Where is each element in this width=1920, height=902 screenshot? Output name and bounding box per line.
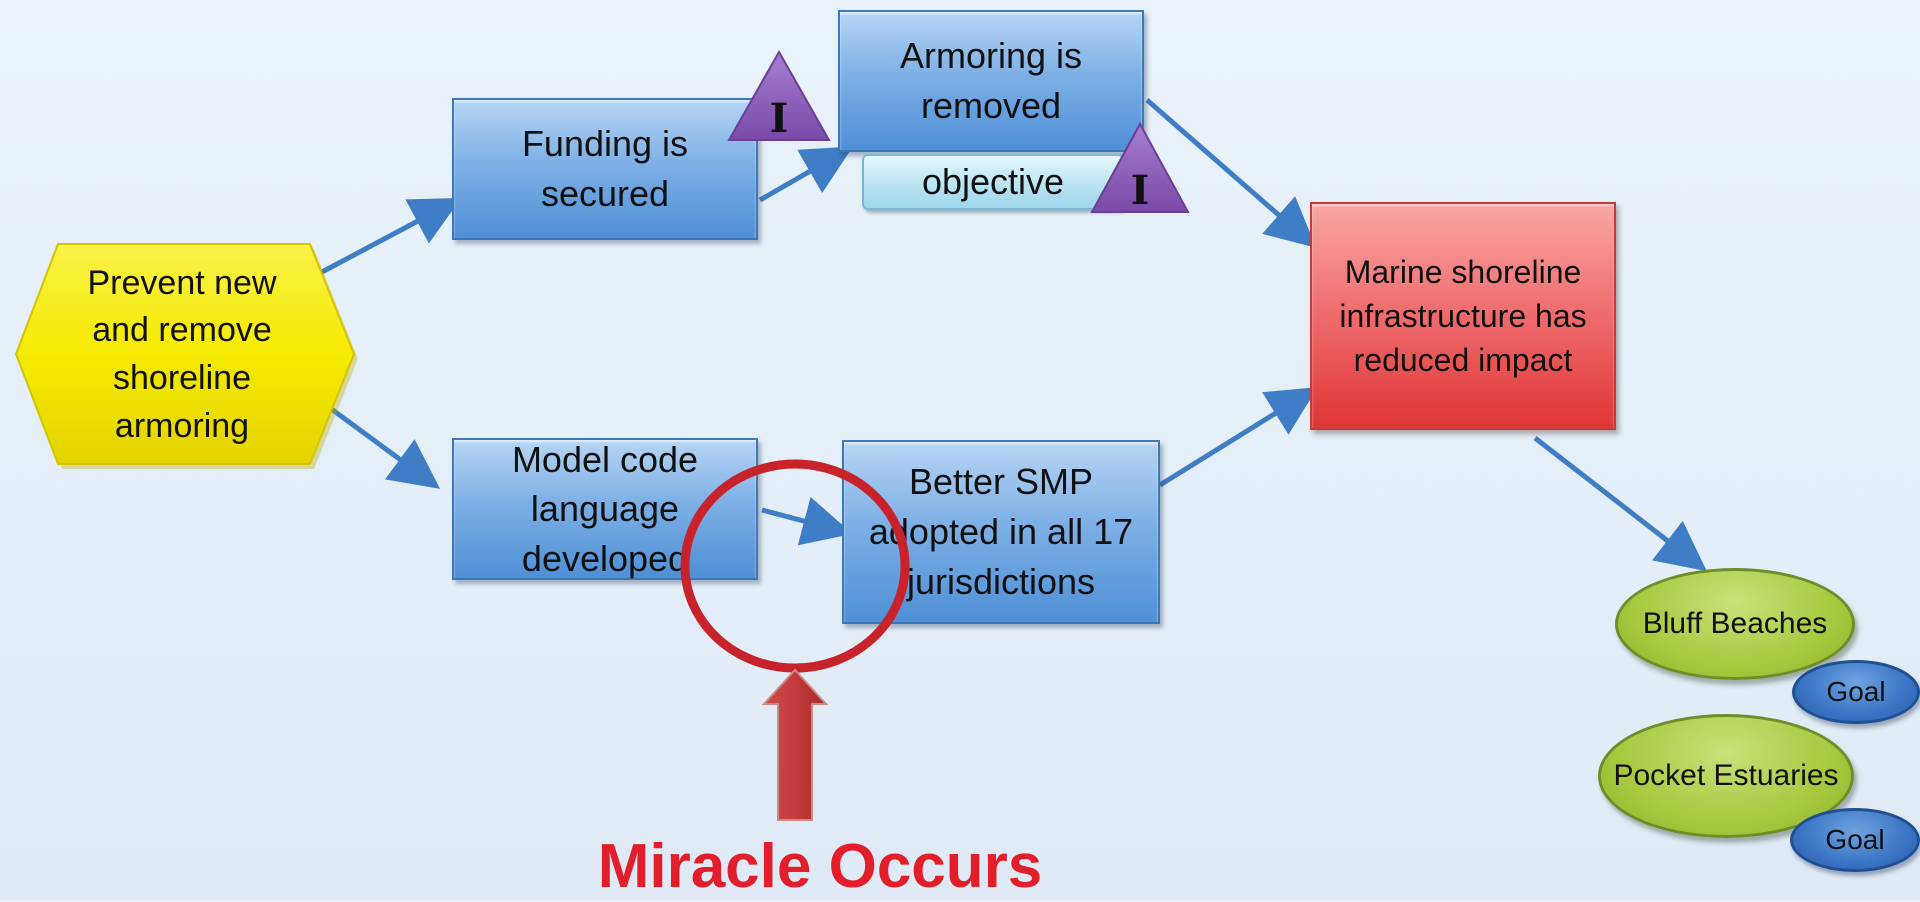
goal-badge-label-1: Goal (1826, 676, 1886, 707)
miracle-up-arrow (761, 668, 829, 821)
start-hexagon (12, 240, 358, 475)
goal-ellipse-pocket-estuaries: Pocket Estuaries (1598, 714, 1854, 838)
miracle-circle (680, 459, 910, 673)
goal-badge-2: Goal (1790, 808, 1920, 872)
arrow-start-to-funding (320, 197, 462, 275)
objective-tag: objective (862, 154, 1124, 210)
indicator-triangle-1: I (727, 49, 831, 142)
armoring-label: Armoring is removed (899, 35, 1083, 126)
arrow-funding-to-armoring (758, 146, 854, 203)
result-box: Marine shoreline infrastructure has redu… (1310, 202, 1616, 430)
indicator-triangle-2: I (1090, 121, 1190, 214)
hexagon-shape (14, 243, 358, 469)
arrow-result-to-goals (1533, 436, 1707, 572)
funding-box: Funding is secured (452, 98, 758, 240)
goal-badge-label-2: Goal (1825, 824, 1885, 855)
arrow-model-to-better (761, 496, 853, 546)
better-smp-label: Better SMP adopted in all 17 jurisdictio… (868, 461, 1134, 602)
goal-badge-1: Goal (1792, 660, 1920, 724)
armoring-box: Armoring is removed (838, 10, 1144, 152)
start-label: Prevent new and remove shoreline armorin… (87, 263, 277, 445)
miracle-occurs-caption: Miracle Occurs (597, 832, 1043, 901)
result-label: Marine shoreline infrastructure has redu… (1339, 253, 1587, 379)
funding-label: Funding is secured (521, 123, 689, 214)
goal-label-bluff-beaches: Bluff Beaches (1642, 607, 1828, 640)
arrow-better-to-result (1158, 387, 1318, 488)
goal-ellipse-bluff-beaches: Bluff Beaches (1615, 568, 1855, 680)
indicator-label-2: I (1131, 167, 1150, 214)
arrow-armoring-to-result (1145, 98, 1317, 248)
indicator-label-1: I (770, 95, 789, 142)
model-code-label: Model code language developed (511, 438, 699, 579)
arrow-start-to-model-code (328, 405, 441, 489)
objective-label: objective (921, 161, 1065, 202)
goal-label-pocket-estuaries: Pocket Estuaries (1613, 759, 1839, 792)
